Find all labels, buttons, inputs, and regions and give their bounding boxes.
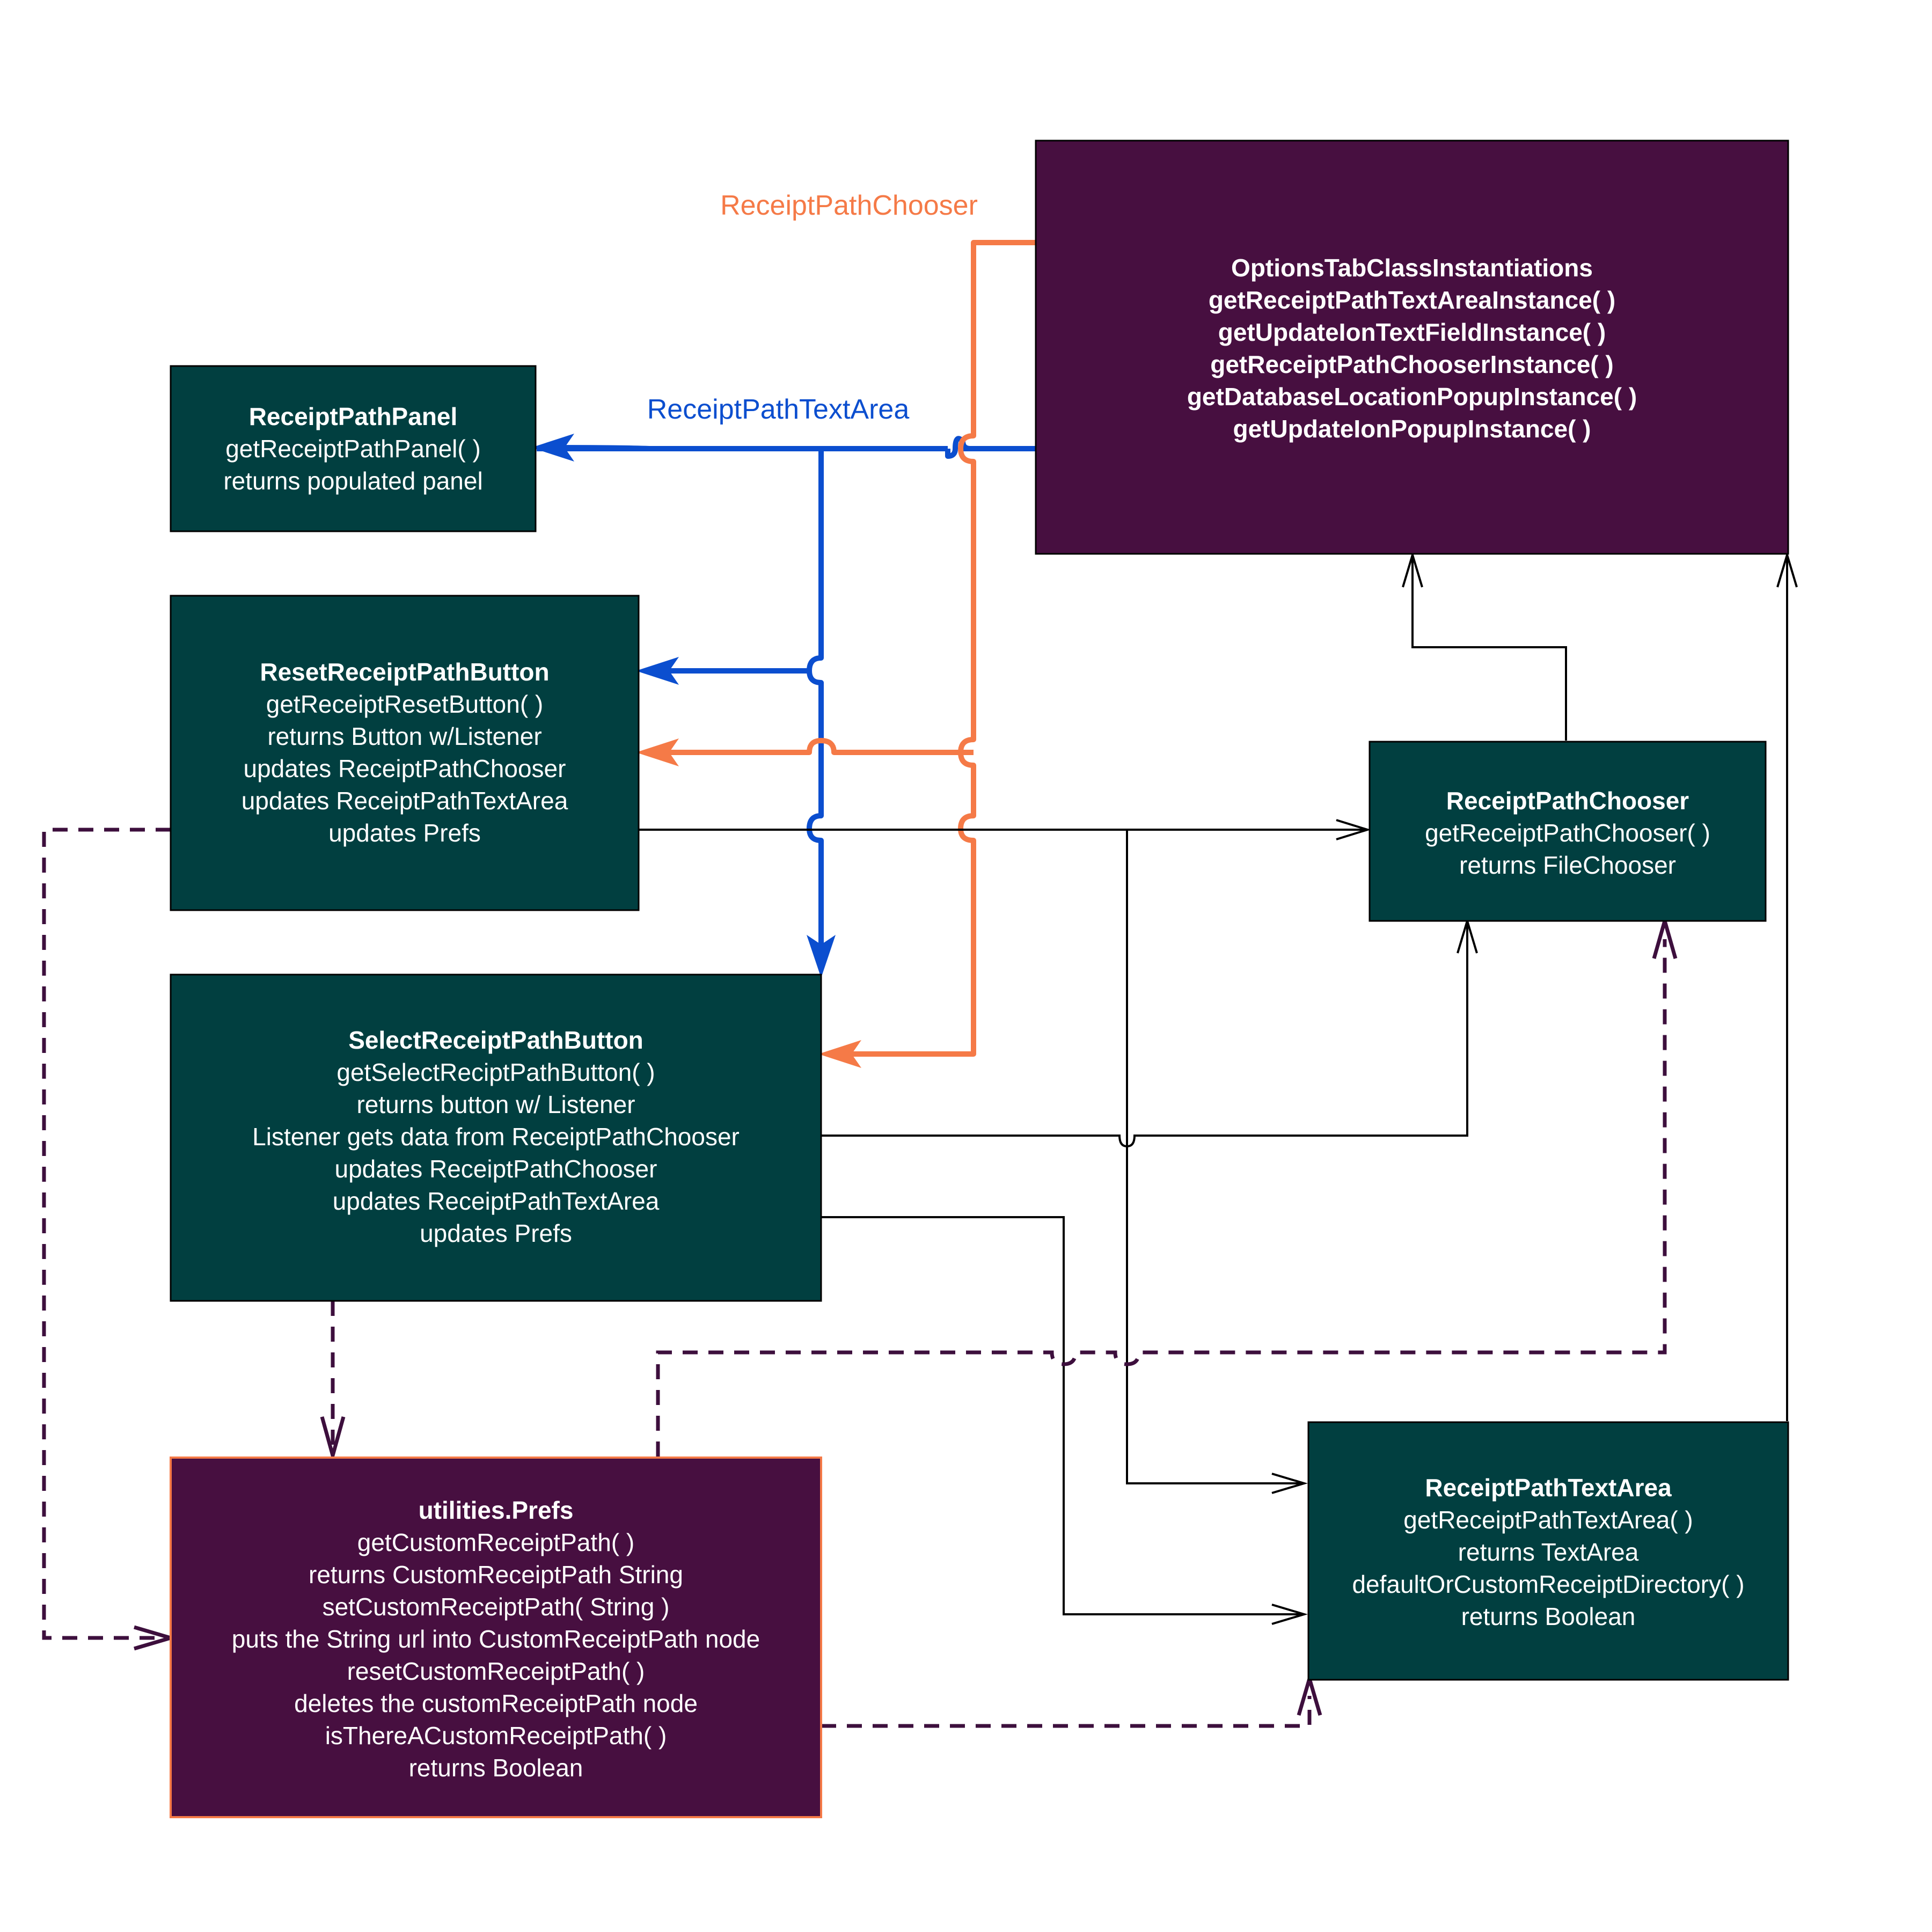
orange-to-reset xyxy=(644,738,974,755)
prefs-line: returns CustomReceiptPath String xyxy=(309,1561,683,1589)
select-line: getSelectReciptPathButton( ) xyxy=(336,1058,655,1086)
prefs-node: utilities.Prefs getCustomReceiptPath( ) re… xyxy=(170,1457,822,1818)
edges: ReceiptPathChooser ReceiptPathTextArea xyxy=(42,190,1798,1728)
edge-select-to-chooser xyxy=(821,921,1468,1148)
edge-reset-to-textarea xyxy=(1126,830,1304,1484)
open-arrowheads xyxy=(1271,551,1798,1625)
arrowhead-reset-textarea xyxy=(1271,1473,1308,1494)
blue-vertical xyxy=(807,449,824,966)
receipt-path-panel-text: ReceiptPathPanel getReceiptPathPanel( ) re… xyxy=(223,402,482,495)
chooser-text: ReceiptPathChooser getReceiptPathChooser(… xyxy=(1425,787,1710,879)
chooser-line: returns FileChooser xyxy=(1459,851,1676,879)
options-line: getUpdateIonPopupInstance( ) xyxy=(1233,415,1591,443)
select-line: updates ReceiptPathChooser xyxy=(335,1155,657,1183)
blue-arrowhead-select xyxy=(807,935,836,978)
select-line: updates ReceiptPathTextArea xyxy=(333,1187,660,1215)
options-tab-text: OptionsTabClassInstantiations getReceiptP… xyxy=(1187,254,1637,443)
prefs-title: utilities.Prefs xyxy=(419,1496,574,1524)
textarea-title: ReceiptPathTextArea xyxy=(1425,1474,1672,1502)
textarea-line: defaultOrCustomReceiptDirectory( ) xyxy=(1352,1570,1744,1598)
orange-arrowhead-reset xyxy=(636,738,679,766)
options-title: OptionsTabClassInstantiations xyxy=(1231,254,1593,282)
options-line: getReceiptPathTextAreaInstance( ) xyxy=(1209,286,1615,314)
blue-to-panel xyxy=(541,445,821,451)
prefs-line: getCustomReceiptPath( ) xyxy=(357,1528,634,1556)
select-line: returns button w/ Listener xyxy=(356,1091,635,1118)
orange-main-vertical xyxy=(826,240,1036,1057)
arrowhead-textarea-options xyxy=(1776,551,1798,588)
textarea-node: ReceiptPathTextArea getReceiptPathTextAre… xyxy=(1307,1421,1789,1681)
blue-arrowhead-panel xyxy=(531,434,574,462)
options-line: getDatabaseLocationPopupInstance( ) xyxy=(1187,383,1637,411)
prefs-line: puts the String url into CustomReceiptPa… xyxy=(232,1625,760,1653)
receipt-path-panel-node: ReceiptPathPanel getReceiptPathPanel( ) re… xyxy=(170,365,537,532)
dashed-reset-to-prefs xyxy=(42,828,171,1640)
reset-button-node: ResetReceiptPathButton getReceiptResetBut… xyxy=(170,595,640,911)
reset-button-text: ResetReceiptPathButton getReceiptResetBut… xyxy=(241,658,568,847)
prefs-text: utilities.Prefs getCustomReceiptPath( ) re… xyxy=(232,1496,760,1782)
textarea-line: getReceiptPathTextArea( ) xyxy=(1403,1506,1693,1534)
options-tab-node: OptionsTabClassInstantiations getReceiptP… xyxy=(1035,140,1789,555)
dashed-prefs-to-textarea xyxy=(821,1696,1312,1728)
chooser-bus-label: ReceiptPathChooser xyxy=(720,190,978,221)
orange-bus-edges xyxy=(644,240,1036,1057)
select-line: updates Prefs xyxy=(420,1219,572,1247)
select-button-node: SelectReceiptPathButton getSelectReciptPa… xyxy=(170,974,822,1302)
arrowhead-chooser-options xyxy=(1402,551,1423,588)
nodes: OptionsTabClassInstantiations getReceiptP… xyxy=(170,140,1789,1818)
select-line: Listener gets data from ReceiptPathChoos… xyxy=(252,1123,740,1151)
arrowhead-select-textarea xyxy=(1271,1604,1308,1625)
dependency-edges xyxy=(639,555,1788,1615)
prefs-line: isThereACustomReceiptPath( ) xyxy=(325,1722,667,1750)
blue-arrowhead-reset xyxy=(636,657,679,685)
reset-line: updates Prefs xyxy=(328,819,481,847)
select-title: SelectReceiptPathButton xyxy=(348,1026,643,1054)
dashed-arrowhead-select-prefs xyxy=(320,1416,346,1463)
textarea-line: returns TextArea xyxy=(1458,1538,1639,1566)
panel-title: ReceiptPathPanel xyxy=(249,402,458,430)
reset-line: updates ReceiptPathChooser xyxy=(244,755,566,782)
reset-title: ResetReceiptPathButton xyxy=(260,658,549,686)
edge-select-to-textarea xyxy=(821,1216,1304,1615)
chooser-node: ReceiptPathChooser getReceiptPathChooser(… xyxy=(1368,741,1767,922)
reset-line: getReceiptResetButton( ) xyxy=(266,690,544,718)
prefs-line: deletes the customReceiptPath node xyxy=(294,1689,698,1717)
textarea-text: ReceiptPathTextArea getReceiptPathTextAre… xyxy=(1352,1474,1744,1630)
dashed-prefs-to-chooser xyxy=(656,939,1667,1457)
dashed-edges xyxy=(42,828,1667,1728)
panel-line: getReceiptPathPanel( ) xyxy=(225,435,481,463)
reset-line: returns Button w/Listener xyxy=(267,722,541,750)
options-line: getUpdateIonTextFieldInstance( ) xyxy=(1218,318,1606,346)
prefs-line: returns Boolean xyxy=(409,1754,583,1782)
options-line: getReceiptPathChooserInstance( ) xyxy=(1210,350,1613,378)
edge-chooser-to-options xyxy=(1411,555,1567,741)
reset-line: updates ReceiptPathTextArea xyxy=(241,787,568,815)
prefs-line: setCustomReceiptPath( String ) xyxy=(323,1593,670,1621)
chooser-line: getReceiptPathChooser( ) xyxy=(1425,819,1710,847)
textarea-bus-label: ReceiptPathTextArea xyxy=(647,394,910,425)
select-button-text: SelectReceiptPathButton getSelectReciptPa… xyxy=(252,1026,740,1247)
panel-line: returns populated panel xyxy=(223,467,482,495)
prefs-line: resetCustomReceiptPath( ) xyxy=(347,1657,645,1685)
chooser-title: ReceiptPathChooser xyxy=(1446,787,1689,815)
arrowhead-reset-chooser xyxy=(1336,819,1371,840)
textarea-line: returns Boolean xyxy=(1461,1602,1636,1630)
orange-arrowhead-select xyxy=(818,1040,861,1068)
